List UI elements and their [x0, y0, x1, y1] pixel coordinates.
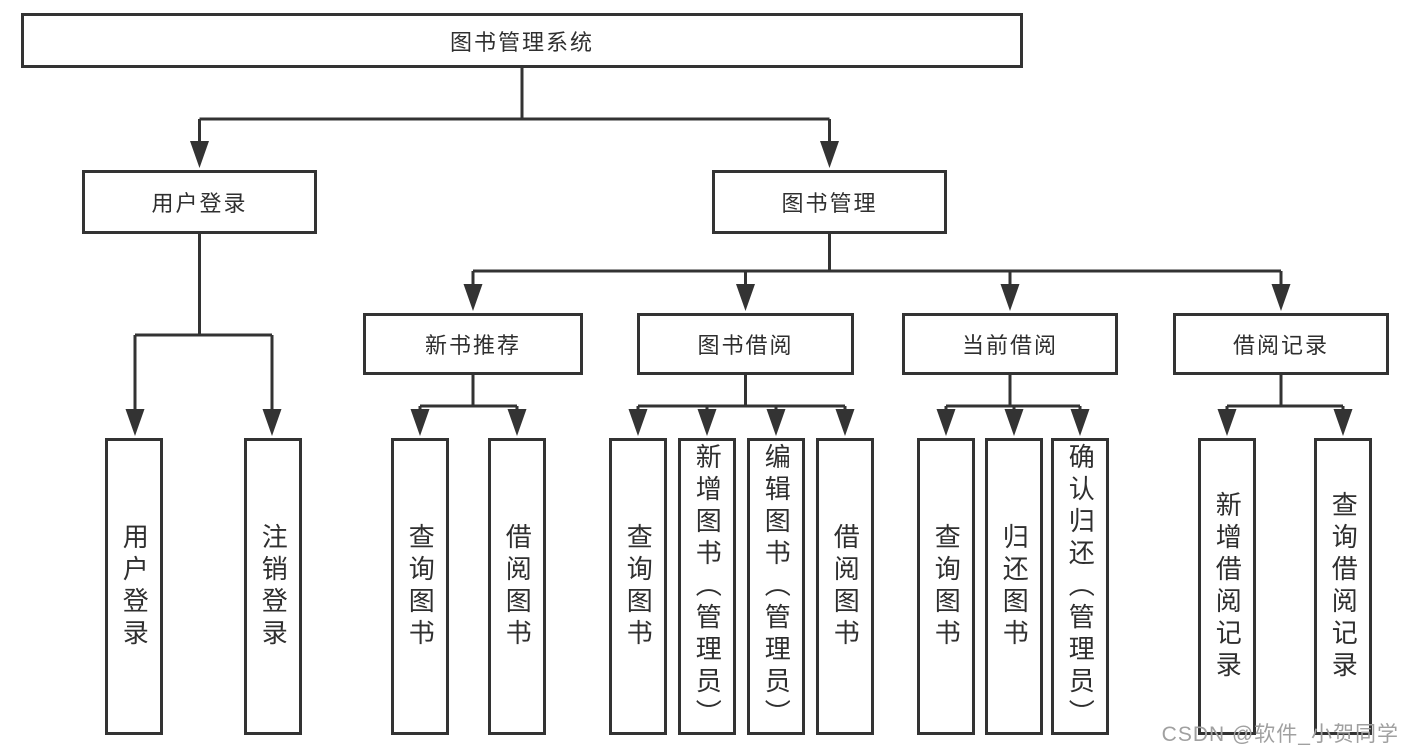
- node-label: 用户登录: [151, 191, 248, 216]
- node-label: 新书推荐: [424, 333, 521, 358]
- node-label: 图书管理系统: [449, 29, 594, 55]
- leaf-query-book-current: 查询图书: [917, 438, 975, 735]
- leaf-borrow-book-recommend: 借阅图书: [488, 438, 546, 735]
- node-current-borrow: 当前借阅: [902, 313, 1118, 375]
- node-label: 借阅图书: [502, 522, 533, 651]
- arrowhead-icons: [125, 141, 1353, 436]
- node-label: 确认归还（管理员）: [1065, 442, 1096, 731]
- leaf-borrow-book: 借阅图书: [816, 438, 874, 735]
- node-label: 归还图书: [999, 522, 1030, 651]
- watermark: CSDN @软件_小贺同学: [1161, 723, 1399, 746]
- node-label: 当前借阅: [961, 333, 1058, 358]
- leaf-query-book-recommend: 查询图书: [391, 438, 449, 735]
- node-label: 借阅记录: [1232, 333, 1329, 358]
- leaf-user-login: 用户登录: [105, 438, 163, 735]
- leaf-logout: 注销登录: [244, 438, 302, 735]
- node-label: 借阅图书: [830, 522, 861, 651]
- node-label: 编辑图书（管理员）: [761, 442, 792, 731]
- node-label: 查询图书: [405, 522, 436, 651]
- node-library-management-system: 图书管理系统: [21, 13, 1023, 68]
- node-label: 图书借阅: [697, 333, 794, 358]
- leaf-add-book-admin: 新增图书（管理员）: [678, 438, 736, 735]
- node-book-management: 图书管理: [712, 170, 947, 234]
- leaf-add-borrow-record: 新增借阅记录: [1198, 438, 1256, 735]
- node-label: 图书管理: [781, 191, 878, 216]
- node-label: 注销登录: [258, 522, 289, 651]
- node-label: 用户登录: [119, 522, 150, 651]
- node-user-login: 用户登录: [82, 170, 317, 234]
- node-label: 查询图书: [623, 522, 654, 651]
- node-new-book-recommend: 新书推荐: [363, 313, 583, 375]
- node-label: 查询图书: [931, 522, 962, 651]
- leaf-query-borrow-record: 查询借阅记录: [1314, 438, 1372, 735]
- leaf-confirm-return-admin: 确认归还（管理员）: [1051, 438, 1109, 735]
- node-label: 查询借阅记录: [1328, 490, 1359, 683]
- node-borrow-records: 借阅记录: [1173, 313, 1389, 375]
- node-label: 新增借阅记录: [1212, 490, 1243, 683]
- node-label: 新增图书（管理员）: [692, 442, 723, 731]
- leaf-query-book-borrow: 查询图书: [609, 438, 667, 735]
- node-book-borrow: 图书借阅: [637, 313, 854, 375]
- leaf-edit-book-admin: 编辑图书（管理员）: [747, 438, 805, 735]
- leaf-return-book: 归还图书: [985, 438, 1043, 735]
